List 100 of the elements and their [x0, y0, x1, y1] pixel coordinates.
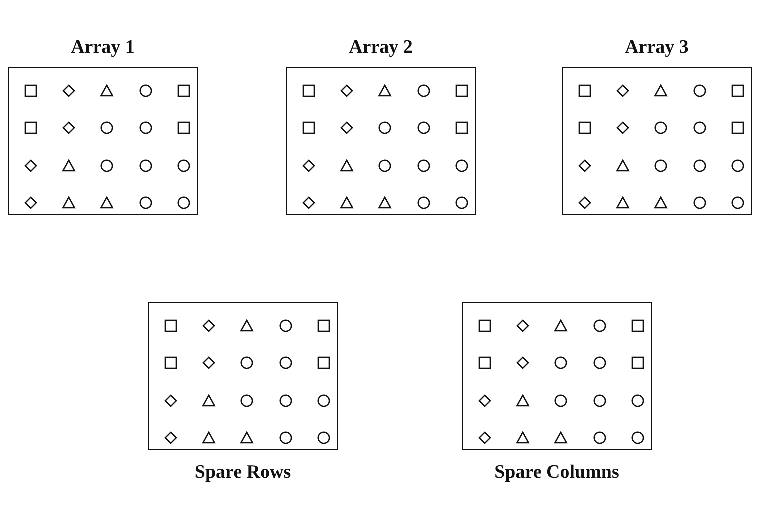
diamond-symbol [616, 121, 630, 135]
circle-symbol [693, 159, 707, 173]
square-symbol [302, 84, 316, 98]
diamond-symbol [516, 319, 530, 333]
square-symbol [177, 84, 191, 98]
diamond-symbol [578, 159, 592, 173]
circle-symbol [279, 356, 293, 370]
square-symbol [631, 319, 645, 333]
diamond-symbol [340, 84, 354, 98]
circle-symbol [417, 159, 431, 173]
circle-symbol [279, 394, 293, 408]
square-symbol [164, 356, 178, 370]
diamond-symbol [24, 159, 38, 173]
circle-symbol [417, 121, 431, 135]
array-title: Array 2 [348, 37, 414, 59]
diamond-symbol [578, 196, 592, 210]
circle-symbol [139, 84, 153, 98]
circle-symbol [455, 159, 469, 173]
array-title: Array 3 [624, 37, 690, 59]
circle-symbol [240, 394, 254, 408]
square-symbol [578, 84, 592, 98]
circle-symbol [100, 159, 114, 173]
circle-symbol [139, 159, 153, 173]
circle-symbol [593, 394, 607, 408]
square-symbol [478, 356, 492, 370]
triangle-symbol [378, 196, 392, 210]
circle-symbol [417, 84, 431, 98]
circle-symbol [139, 121, 153, 135]
triangle-symbol [554, 319, 568, 333]
circle-symbol [317, 431, 331, 445]
triangle-symbol [340, 159, 354, 173]
triangle-symbol [378, 84, 392, 98]
circle-symbol [654, 159, 668, 173]
triangle-symbol [554, 431, 568, 445]
circle-symbol [731, 159, 745, 173]
square-symbol [24, 84, 38, 98]
circle-symbol [455, 196, 469, 210]
square-symbol [317, 356, 331, 370]
diamond-symbol [202, 356, 216, 370]
triangle-symbol [616, 196, 630, 210]
circle-symbol [279, 431, 293, 445]
diamond-symbol [516, 356, 530, 370]
square-symbol [478, 319, 492, 333]
circle-symbol [693, 196, 707, 210]
circle-symbol [417, 196, 431, 210]
circle-symbol [554, 356, 568, 370]
square-symbol [631, 356, 645, 370]
triangle-symbol [240, 431, 254, 445]
circle-symbol [693, 84, 707, 98]
diamond-symbol [202, 319, 216, 333]
diamond-symbol [62, 84, 76, 98]
square-symbol [455, 84, 469, 98]
triangle-symbol [616, 159, 630, 173]
circle-symbol [631, 394, 645, 408]
circle-symbol [554, 394, 568, 408]
circle-symbol [731, 196, 745, 210]
array-title: Spare Columns [494, 462, 620, 484]
array-title: Spare Rows [194, 462, 292, 484]
square-symbol [177, 121, 191, 135]
square-symbol [578, 121, 592, 135]
circle-symbol [100, 121, 114, 135]
circle-symbol [139, 196, 153, 210]
square-symbol [24, 121, 38, 135]
diamond-symbol [616, 84, 630, 98]
circle-symbol [593, 356, 607, 370]
square-symbol [455, 121, 469, 135]
circle-symbol [631, 431, 645, 445]
circle-symbol [693, 121, 707, 135]
circle-symbol [177, 159, 191, 173]
triangle-symbol [654, 196, 668, 210]
diamond-symbol [62, 121, 76, 135]
circle-symbol [654, 121, 668, 135]
circle-symbol [378, 159, 392, 173]
square-symbol [731, 84, 745, 98]
circle-symbol [593, 431, 607, 445]
circle-symbol [279, 319, 293, 333]
diamond-symbol [302, 159, 316, 173]
diamond-symbol [164, 431, 178, 445]
triangle-symbol [100, 84, 114, 98]
array-title: Array 1 [70, 37, 136, 59]
diamond-symbol [164, 394, 178, 408]
triangle-symbol [516, 431, 530, 445]
triangle-symbol [62, 159, 76, 173]
triangle-symbol [340, 196, 354, 210]
triangle-symbol [240, 319, 254, 333]
diamond-symbol [24, 196, 38, 210]
circle-symbol [177, 196, 191, 210]
square-symbol [731, 121, 745, 135]
diamond-symbol [302, 196, 316, 210]
triangle-symbol [202, 431, 216, 445]
square-symbol [302, 121, 316, 135]
triangle-symbol [654, 84, 668, 98]
triangle-symbol [100, 196, 114, 210]
triangle-symbol [202, 394, 216, 408]
circle-symbol [378, 121, 392, 135]
diamond-symbol [478, 394, 492, 408]
diamond-symbol [340, 121, 354, 135]
triangle-symbol [516, 394, 530, 408]
square-symbol [317, 319, 331, 333]
circle-symbol [317, 394, 331, 408]
